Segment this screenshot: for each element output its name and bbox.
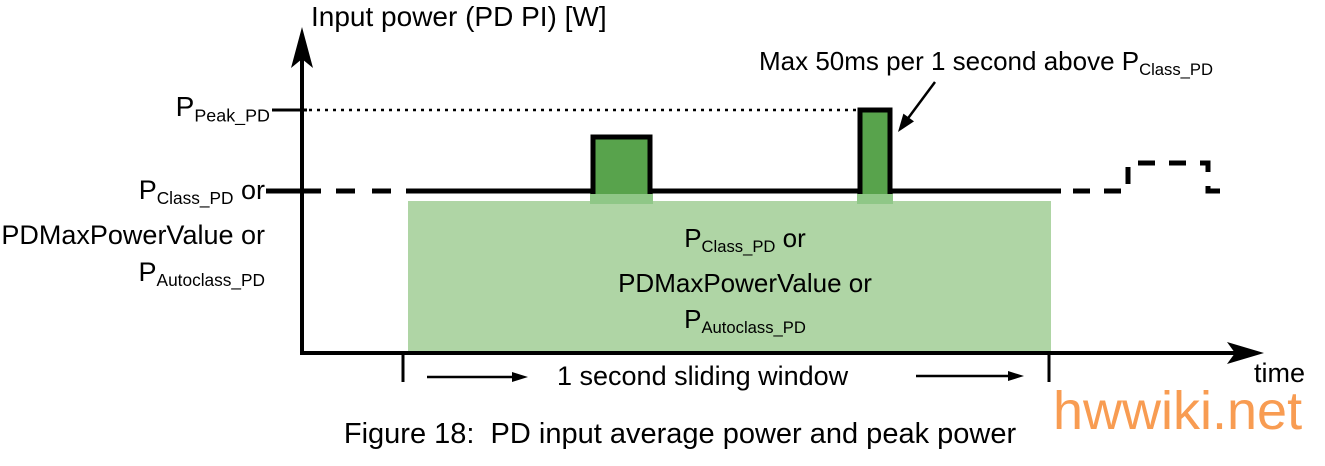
y-axis-title: Input power (PD PI) [W] <box>311 1 607 32</box>
window-arrow-right-head <box>1008 371 1024 381</box>
window-arrow-left-head <box>512 372 528 382</box>
class-power-line-2: PDMaxPowerValue or <box>1 220 265 251</box>
x-axis-arrow <box>1227 342 1264 364</box>
class-or-suffix: or <box>233 175 265 205</box>
class-power-line-3: PAutoclass_PD <box>0 254 265 299</box>
peak-power-label: PPeak_PD <box>130 91 270 126</box>
x-axis-title: time <box>1254 358 1306 388</box>
class-power-line-1: PClass_PD or <box>0 172 265 217</box>
region-or-suffix: or <box>775 223 806 253</box>
class-subscript: Class_PD <box>156 188 234 209</box>
region-line-2: PDMaxPowerValue or <box>618 267 872 298</box>
class-power-label-block: PClass_PD or PDMaxPowerValue or PAutocla… <box>0 172 265 299</box>
peak-power-subscript: Peak_PD <box>194 105 270 126</box>
power-pulse-2 <box>857 107 893 194</box>
figure-caption: Figure 18: PD input average power and pe… <box>343 418 1017 450</box>
pulse-2-tab <box>857 191 893 204</box>
peak-annotation-subscript: Class_PD <box>1139 59 1214 79</box>
peak-annotation: Max 50ms per 1 second above PClass_PD <box>759 46 1213 80</box>
region-class-subscript: Class_PD <box>701 236 776 256</box>
autoclass-subscript: Autoclass_PD <box>156 270 265 291</box>
power-pulse-1 <box>590 134 653 194</box>
class-symbol: P <box>138 175 157 205</box>
region-autoclass-symbol: P <box>684 303 702 334</box>
autoclass-symbol: P <box>138 257 157 288</box>
region-line-1: PClass_PD or <box>555 220 935 265</box>
peak-power-symbol: P <box>175 91 195 122</box>
y-axis-arrow <box>291 27 313 68</box>
pulse-1-tab <box>590 191 653 204</box>
average-power-region <box>408 201 1051 352</box>
peak-annotation-text: Max 50ms per 1 second above P <box>759 46 1140 76</box>
region-label-block: PClass_PD or PDMaxPowerValue or PAutocla… <box>555 220 935 346</box>
region-line-3: PAutoclass_PD <box>555 301 935 346</box>
annotation-arrow-head <box>898 113 914 132</box>
region-class-symbol: P <box>684 223 702 253</box>
waveform-dashed-pulse-right <box>1073 160 1228 194</box>
region-autoclass-subscript: Autoclass_PD <box>701 317 806 337</box>
annotation-arrow-line <box>904 81 937 122</box>
watermark: hwwiki.net <box>1053 381 1303 441</box>
sliding-window-label: 1 second sliding window <box>557 361 849 391</box>
